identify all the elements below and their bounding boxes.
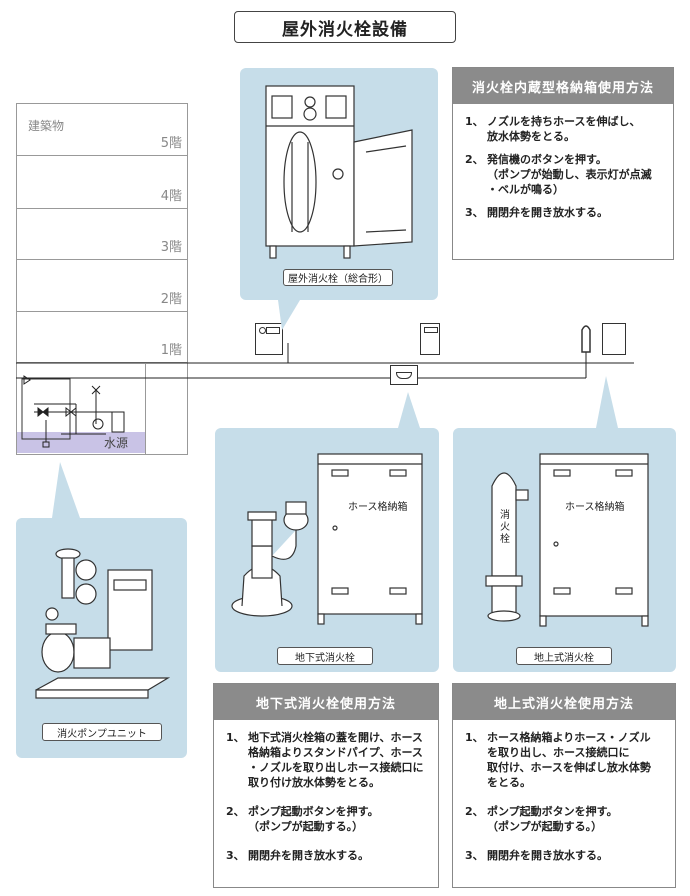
building — [16, 103, 188, 455]
cabinet-mini-icon — [420, 323, 440, 355]
step-number: 1、 — [465, 115, 484, 128]
floor-label-2: 2階 — [160, 292, 182, 307]
cabinet-step-2: 2、発信機のボタンを押す。 （ポンプが始動し、表示灯が点滅 ・ベルが鳴る） — [465, 152, 663, 197]
step-number: 1、 — [226, 731, 245, 744]
pump-unit-label: 消火ポンプユニット — [42, 723, 162, 741]
page-title: 屋外消火栓設備 — [234, 11, 456, 43]
aboveground-hydrant-mini-icon — [581, 325, 591, 353]
step-text: 発信機のボタンを押す。 （ポンプが始動し、表示灯が点滅 ・ベルが鳴る） — [487, 153, 652, 196]
cabinet-usage-box: 消火栓内蔵型格納箱使用方法 1、ノズルを持ちホースを伸ばし、 放水体勢をとる。 … — [452, 67, 674, 260]
pump-schematic — [21, 375, 125, 448]
hydrant-cabinet-illustration — [265, 85, 413, 259]
underground-usage-box: 地下式消火栓使用方法 1、地下式消火栓箱の蓋を開け、ホース 格納箱よりスタンドパ… — [213, 683, 439, 888]
floor-label-5: 5階 — [160, 136, 182, 151]
underground-pit-mini-icon — [390, 365, 418, 385]
pump-unit-illustration — [35, 548, 171, 699]
step-text: 地下式消火栓箱の蓋を開け、ホース 格納箱よりスタンドパイプ、ホース ・ノズルを取… — [248, 731, 424, 789]
cabinet-usage-heading: 消火栓内蔵型格納箱使用方法 — [453, 68, 673, 104]
floor-2: 2階 — [16, 260, 188, 312]
hose-box-mini-icon — [602, 323, 626, 355]
underground-hydrant-label: 地下式消火栓 — [277, 647, 373, 665]
aboveground-hydrant-illustration — [485, 453, 649, 627]
hydrant-cabinet-label: 屋外消火栓（総合形） — [283, 269, 393, 286]
step-number: 2、 — [226, 805, 245, 818]
aboveground-step-3: 3、開閉弁を開き放水する。 — [465, 848, 665, 863]
aboveground-usage-box: 地上式消火栓使用方法 1、ホース格納箱よりホース・ノズル を取り出し、ホース接続… — [452, 683, 676, 888]
step-number: 1、 — [465, 731, 484, 744]
step-text: 開閉弁を開き放水する。 — [248, 849, 369, 862]
floor-label-3: 3階 — [160, 240, 182, 255]
step-text: 開閉弁を開き放水する。 — [487, 849, 608, 862]
step-text: ノズルを持ちホースを伸ばし、 放水体勢をとる。 — [487, 115, 641, 143]
cabinet-step-3: 3、開閉弁を開き放水する。 — [465, 205, 663, 220]
floor-label-4: 4階 — [160, 189, 182, 204]
aboveground-hydrant-label: 地上式消火栓 — [516, 647, 612, 665]
floor-5: 5階 — [16, 103, 188, 156]
floor-4: 4階 — [16, 156, 188, 209]
cabinet-step-1: 1、ノズルを持ちホースを伸ばし、 放水体勢をとる。 — [465, 114, 663, 144]
step-text: ポンプ起動ボタンを押す。 （ポンプが起動する。） — [248, 805, 379, 833]
floor-3: 3階 — [16, 209, 188, 260]
water-source-tank — [17, 432, 145, 453]
step-number: 3、 — [465, 849, 484, 862]
floor-label-1: 1階 — [160, 343, 182, 358]
underground-hose-box-label: ホース格納箱 — [348, 502, 408, 513]
hydrant-vertical-text: 消火栓 — [500, 510, 510, 545]
step-text: ポンプ起動ボタンを押す。 （ポンプが起動する。） — [487, 805, 618, 833]
aboveground-step-1: 1、ホース格納箱よりホース・ノズル を取り出し、ホース接続口に 取付け、ホースを… — [465, 730, 665, 790]
step-number: 2、 — [465, 153, 484, 166]
aboveground-usage-heading: 地上式消火栓使用方法 — [453, 684, 675, 720]
water-source-label: 水源 — [104, 436, 129, 450]
step-number: 3、 — [465, 206, 484, 219]
aboveground-step-2: 2、ポンプ起動ボタンを押す。 （ポンプが起動する。） — [465, 804, 665, 834]
underground-usage-heading: 地下式消火栓使用方法 — [214, 684, 438, 720]
hydrant-cabinet-mini-icon — [255, 323, 283, 355]
aboveground-hose-box-label: ホース格納箱 — [565, 502, 625, 513]
step-text: ホース格納箱よりホース・ノズル を取り出し、ホース接続口に 取付け、ホースを伸ば… — [487, 731, 651, 789]
step-number: 2、 — [465, 805, 484, 818]
underground-step-1: 1、地下式消火栓箱の蓋を開け、ホース 格納箱よりスタンドパイプ、ホース ・ノズル… — [226, 730, 428, 790]
pump-room — [16, 364, 146, 454]
underground-step-2: 2、ポンプ起動ボタンを押す。 （ポンプが起動する。） — [226, 804, 428, 834]
underground-step-3: 3、開閉弁を開き放水する。 — [226, 848, 428, 863]
step-number: 3、 — [226, 849, 245, 862]
building-label: 建築物 — [28, 119, 65, 133]
step-text: 開閉弁を開き放水する。 — [487, 206, 608, 219]
underground-hydrant-illustration — [231, 453, 423, 625]
